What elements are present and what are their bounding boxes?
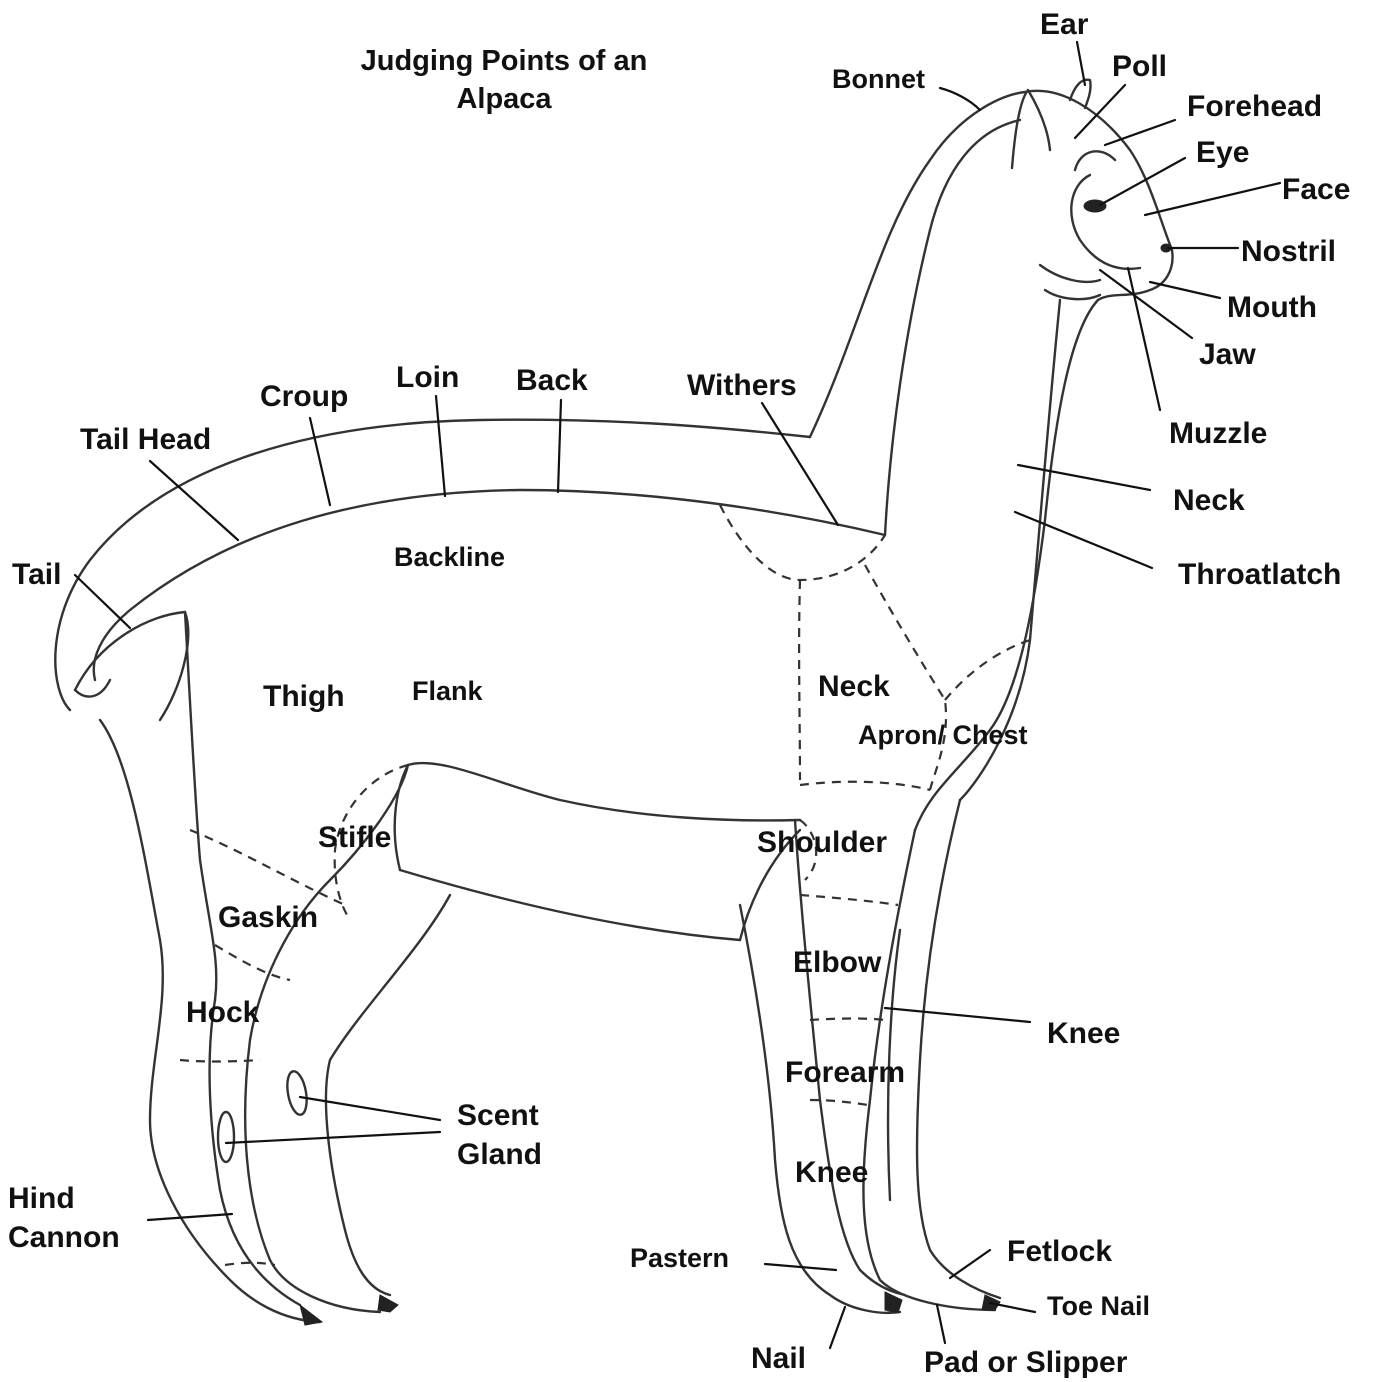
label-backline: Backline bbox=[394, 542, 505, 572]
title-line1: Judging Points of an bbox=[361, 45, 648, 77]
title-line2: Alpaca bbox=[456, 83, 552, 115]
label-withers: Withers bbox=[687, 369, 797, 402]
label-stifle: Stifle bbox=[318, 821, 391, 854]
label-apron-chest: Apron/ Chest bbox=[858, 720, 1028, 750]
label-croup: Croup bbox=[260, 380, 348, 413]
label-mouth: Mouth bbox=[1227, 291, 1317, 324]
label-jaw: Jaw bbox=[1199, 338, 1256, 371]
label-tail: Tail bbox=[12, 558, 61, 591]
alpaca-outline bbox=[55, 80, 1172, 1325]
label-neck-lower: Neck bbox=[818, 670, 890, 703]
label-knee-front: Knee bbox=[795, 1156, 868, 1189]
label-bonnet: Bonnet bbox=[832, 64, 925, 94]
label-hock: Hock bbox=[186, 996, 260, 1029]
label-pad: Pad or Slipper bbox=[924, 1346, 1128, 1379]
label-tail-head: Tail Head bbox=[80, 423, 211, 456]
label-hind-line1: Hind bbox=[8, 1182, 75, 1215]
label-eye: Eye bbox=[1196, 136, 1249, 169]
label-shoulder: Shoulder bbox=[757, 826, 887, 859]
label-neck-upper: Neck bbox=[1173, 484, 1245, 517]
label-elbow: Elbow bbox=[793, 946, 882, 979]
label-throatlatch: Throatlatch bbox=[1178, 558, 1341, 591]
label-ear: Ear bbox=[1040, 8, 1089, 41]
leader-lines bbox=[75, 42, 1280, 1348]
label-toe-nail: Toe Nail bbox=[1047, 1291, 1150, 1321]
label-muzzle: Muzzle bbox=[1169, 417, 1267, 450]
label-forehead: Forehead bbox=[1187, 90, 1322, 123]
label-loin: Loin bbox=[396, 361, 459, 394]
label-nail: Nail bbox=[751, 1342, 806, 1375]
label-gaskin: Gaskin bbox=[218, 901, 318, 934]
label-forearm: Forearm bbox=[785, 1056, 905, 1089]
label-pastern: Pastern bbox=[630, 1243, 729, 1273]
label-nostril: Nostril bbox=[1241, 235, 1336, 268]
label-fetlock: Fetlock bbox=[1007, 1235, 1112, 1268]
label-back: Back bbox=[516, 364, 588, 397]
label-thigh: Thigh bbox=[263, 680, 345, 713]
label-hind-line2: Cannon bbox=[8, 1221, 120, 1254]
label-flank: Flank bbox=[412, 676, 484, 706]
label-poll: Poll bbox=[1112, 50, 1167, 83]
label-knee-right: Knee bbox=[1047, 1017, 1120, 1050]
label-face: Face bbox=[1282, 173, 1350, 206]
label-scent-line1: Scent bbox=[457, 1099, 539, 1132]
label-scent-line2: Gland bbox=[457, 1138, 542, 1171]
